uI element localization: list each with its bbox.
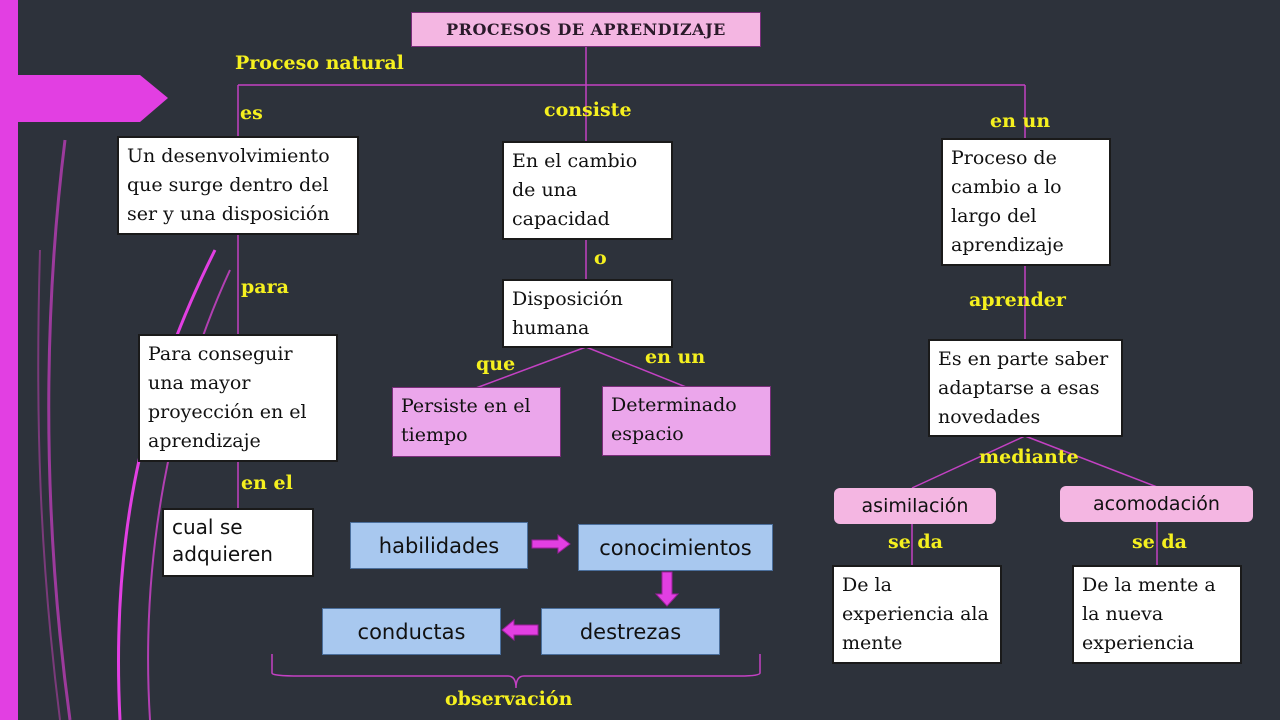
box-cual-se: cual se adquieren xyxy=(162,508,314,577)
box-adaptarse: Es en parte saber adaptarse a esas noved… xyxy=(928,339,1123,437)
box-mente-experiencia: De la mente a la nueva experiencia xyxy=(1072,565,1242,664)
box-determinado: Determinado espacio xyxy=(602,386,771,456)
label-proceso-natural: Proceso natural xyxy=(235,52,404,74)
pill-asimilacion: asimilación xyxy=(834,488,996,524)
box-destrezas: destrezas xyxy=(541,608,720,655)
label-es: es xyxy=(240,102,263,124)
box-persiste: Persiste en el tiempo xyxy=(392,387,561,457)
diagram-title: PROCESOS DE APRENDIZAJE xyxy=(411,12,761,47)
label-aprender: aprender xyxy=(969,289,1066,311)
box-desenvolvimiento: Un desenvolvimiento que surge dentro del… xyxy=(117,136,359,235)
box-cambio-capacidad: En el cambio de una capacidad xyxy=(502,141,673,240)
box-conseguir: Para conseguir una mayor proyección en e… xyxy=(138,334,338,462)
label-o: o xyxy=(594,247,607,269)
box-experiencia-mente: De la experiencia ala mente xyxy=(832,565,1002,664)
label-se-da-left: se da xyxy=(888,531,943,553)
label-en-el: en el xyxy=(241,472,293,494)
box-conocimientos: conocimientos xyxy=(578,524,773,571)
pill-acomodacion: acomodación xyxy=(1060,486,1253,522)
label-mediante: mediante xyxy=(979,446,1079,468)
box-habilidades: habilidades xyxy=(350,522,528,569)
box-disposicion-humana: Disposición humana xyxy=(502,279,673,348)
label-que: que xyxy=(476,353,516,375)
label-en-un-mid: en un xyxy=(645,346,706,368)
label-para: para xyxy=(241,276,289,298)
box-conductas: conductas xyxy=(322,608,501,655)
label-se-da-right: se da xyxy=(1132,531,1187,553)
label-consiste: consiste xyxy=(544,99,632,121)
label-en-un-top: en un xyxy=(990,110,1051,132)
box-proceso-cambio: Proceso de cambio a lo largo del aprendi… xyxy=(941,138,1111,266)
label-observacion: observación xyxy=(445,688,573,710)
